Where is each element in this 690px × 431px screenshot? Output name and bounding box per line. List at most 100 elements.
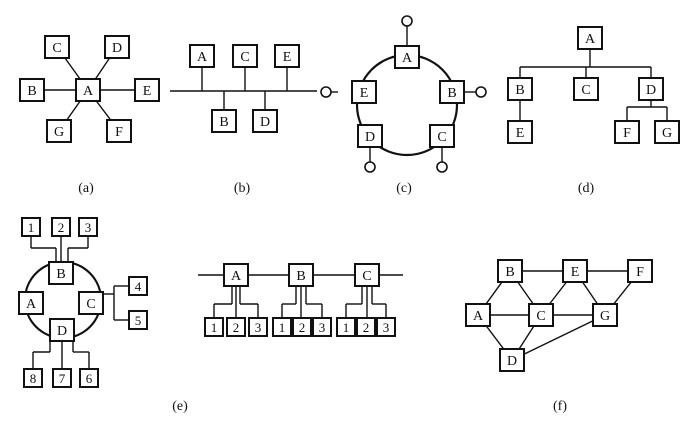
- node-b-E: E: [274, 44, 300, 68]
- svg-text:B: B: [505, 265, 514, 280]
- terminal-c-bottom-left: [364, 161, 376, 173]
- svg-text:A: A: [26, 297, 37, 312]
- terminal-e-5: 5: [128, 310, 148, 330]
- svg-text:G: G: [54, 125, 64, 140]
- svg-text:1: 1: [279, 320, 286, 335]
- svg-text:A: A: [83, 84, 94, 99]
- node-d-A: A: [577, 26, 603, 50]
- svg-text:E: E: [516, 126, 525, 141]
- svg-text:6: 6: [86, 371, 93, 386]
- terminal-bus-C-1: 1: [336, 317, 356, 337]
- svg-text:F: F: [115, 125, 123, 140]
- node-d-G: G: [654, 120, 680, 144]
- terminal-e-4: 4: [128, 276, 148, 296]
- svg-text:2: 2: [363, 320, 370, 335]
- svg-text:3: 3: [383, 320, 390, 335]
- svg-text:2: 2: [58, 220, 65, 235]
- diagram-f-mesh: B E F A C G D (f): [465, 259, 653, 414]
- terminal-bus-A-1: 1: [204, 317, 224, 337]
- node-a-E: E: [134, 78, 160, 102]
- terminal-e-8: 8: [23, 368, 43, 388]
- diagram-b-bus: A C E B D (b): [170, 44, 317, 196]
- svg-text:F: F: [636, 265, 644, 280]
- svg-text:1: 1: [211, 320, 218, 335]
- svg-text:G: G: [662, 126, 672, 141]
- svg-text:4: 4: [135, 279, 142, 294]
- svg-text:D: D: [57, 324, 67, 339]
- terminal-c-right: [475, 86, 487, 98]
- terminal-e-3: 3: [78, 217, 98, 237]
- node-d-C: C: [573, 77, 599, 101]
- terminal-bus-C-3: 3: [376, 317, 396, 337]
- svg-text:B: B: [447, 86, 456, 101]
- node-e-A: A: [18, 291, 44, 315]
- svg-text:C: C: [437, 130, 446, 145]
- node-a-C: C: [44, 35, 70, 59]
- svg-text:B: B: [515, 83, 524, 98]
- node-b-B: B: [211, 109, 237, 133]
- node-f-E: E: [562, 259, 588, 283]
- node-b-C: C: [232, 44, 258, 68]
- svg-text:G: G: [600, 309, 610, 324]
- node-f-F: F: [627, 259, 653, 283]
- node-bus-B: B: [288, 263, 314, 287]
- node-bus-A: A: [223, 263, 249, 287]
- svg-text:E: E: [143, 84, 152, 99]
- svg-text:1: 1: [28, 220, 35, 235]
- svg-text:F: F: [623, 126, 631, 141]
- node-a-D: D: [104, 35, 130, 59]
- terminal-e-7: 7: [52, 368, 72, 388]
- svg-text:3: 3: [255, 320, 262, 335]
- diagram-e-ring-terminals: B A C D 1 2 3 4 5 6 7 8: [18, 217, 148, 388]
- node-d-E: E: [507, 120, 533, 144]
- svg-text:B: B: [56, 267, 65, 282]
- node-c-B: B: [439, 80, 465, 104]
- node-d-F: F: [614, 120, 640, 144]
- node-a-F: F: [106, 119, 132, 143]
- terminal-e-6: 6: [79, 368, 99, 388]
- node-c-D: D: [357, 124, 383, 148]
- node-a-A: A: [75, 78, 101, 102]
- svg-text:A: A: [473, 309, 484, 324]
- node-a-B: B: [19, 78, 45, 102]
- svg-text:D: D: [646, 83, 656, 98]
- terminal-c-left: [320, 86, 332, 98]
- svg-text:8: 8: [30, 371, 37, 386]
- svg-text:C: C: [536, 309, 545, 324]
- terminal-c-bottom-right: [436, 161, 448, 173]
- terminal-bus-A-3: 3: [248, 317, 268, 337]
- diagram-bus-tree: A B C 1 2 3 1 2 3 1 2 3 (e): [172, 263, 403, 414]
- svg-text:D: D: [260, 115, 270, 130]
- svg-text:3: 3: [85, 220, 92, 235]
- node-a-G: G: [46, 119, 72, 143]
- svg-text:B: B: [296, 269, 305, 284]
- node-f-G: G: [592, 303, 618, 327]
- node-f-C: C: [528, 303, 554, 327]
- svg-text:2: 2: [233, 320, 240, 335]
- svg-text:2: 2: [299, 320, 306, 335]
- node-f-B: B: [497, 259, 523, 283]
- svg-text:C: C: [86, 297, 95, 312]
- svg-text:E: E: [571, 265, 580, 280]
- node-e-D: D: [49, 318, 75, 342]
- node-c-E: E: [351, 80, 377, 104]
- caption-e: (e): [172, 399, 188, 414]
- terminal-bus-B-2: 2: [292, 317, 312, 337]
- terminal-bus-C-2: 2: [356, 317, 376, 337]
- svg-text:E: E: [360, 86, 369, 101]
- diagram-c-ring: A E B D C (c): [320, 15, 487, 196]
- terminal-c-top: [401, 15, 413, 27]
- node-e-C: C: [78, 291, 104, 315]
- svg-text:A: A: [231, 269, 242, 284]
- svg-text:1: 1: [343, 320, 350, 335]
- svg-text:E: E: [283, 50, 292, 65]
- node-f-D: D: [499, 348, 525, 372]
- node-e-B: B: [48, 261, 74, 285]
- caption-f: (f): [553, 399, 567, 414]
- node-b-A: A: [189, 44, 215, 68]
- node-d-D: D: [638, 77, 664, 101]
- svg-text:C: C: [52, 41, 61, 56]
- caption-a: (a): [78, 181, 94, 196]
- caption-b: (b): [234, 181, 251, 196]
